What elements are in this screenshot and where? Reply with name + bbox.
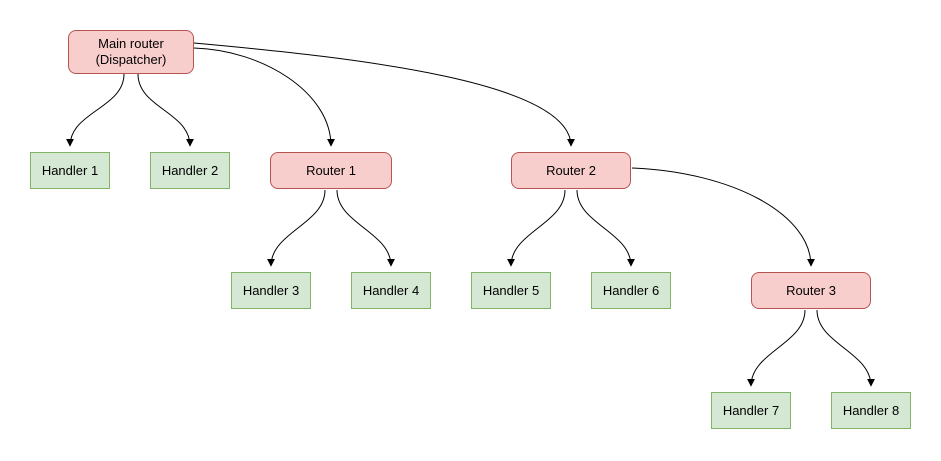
handler-7-label: Handler 7: [722, 402, 780, 418]
node-handler-6: Handler 6: [591, 272, 671, 309]
node-handler-5: Handler 5: [471, 272, 551, 309]
handler-3-label: Handler 3: [242, 282, 300, 298]
edge-main-to-router1: [193, 47, 335, 147]
node-handler-2: Handler 2: [150, 152, 230, 189]
edge-router2-to-router3: [631, 167, 815, 267]
handler-6-label: Handler 6: [602, 282, 660, 298]
main-router-label-line2: (Dispatcher): [95, 52, 167, 67]
main-router-label-line1: Main router: [98, 36, 164, 51]
node-router-3: Router 3: [751, 272, 871, 309]
edge-router3-to-handler8: [816, 309, 875, 387]
edge-router2-to-handler6: [576, 189, 635, 267]
main-router-label: Main router (Dispatcher): [96, 36, 167, 68]
edge-router1-to-handler4: [336, 189, 395, 267]
node-handler-7: Handler 7: [711, 392, 791, 429]
node-handler-3: Handler 3: [231, 272, 311, 309]
edge-router2-to-handler5: [507, 189, 566, 267]
node-main-router: Main router (Dispatcher): [68, 30, 194, 74]
edge-router3-to-handler7: [747, 309, 806, 387]
handler-5-label: Handler 5: [482, 282, 540, 298]
router-1-label: Router 1: [306, 162, 356, 178]
handler-4-label: Handler 4: [362, 282, 420, 298]
edge-main-to-router2: [193, 42, 575, 147]
node-handler-1: Handler 1: [30, 152, 110, 189]
edge-main-to-handler1: [66, 73, 125, 147]
handler-8-label: Handler 8: [842, 402, 900, 418]
node-handler-4: Handler 4: [351, 272, 431, 309]
node-handler-8: Handler 8: [831, 392, 911, 429]
node-router-2: Router 2: [511, 152, 631, 189]
router-2-label: Router 2: [546, 162, 596, 178]
node-router-1: Router 1: [270, 152, 392, 189]
edge-main-to-handler2: [137, 73, 194, 147]
edge-router1-to-handler3: [267, 189, 326, 267]
router-3-label: Router 3: [786, 282, 836, 298]
handler-1-label: Handler 1: [41, 162, 99, 178]
handler-2-label: Handler 2: [161, 162, 219, 178]
